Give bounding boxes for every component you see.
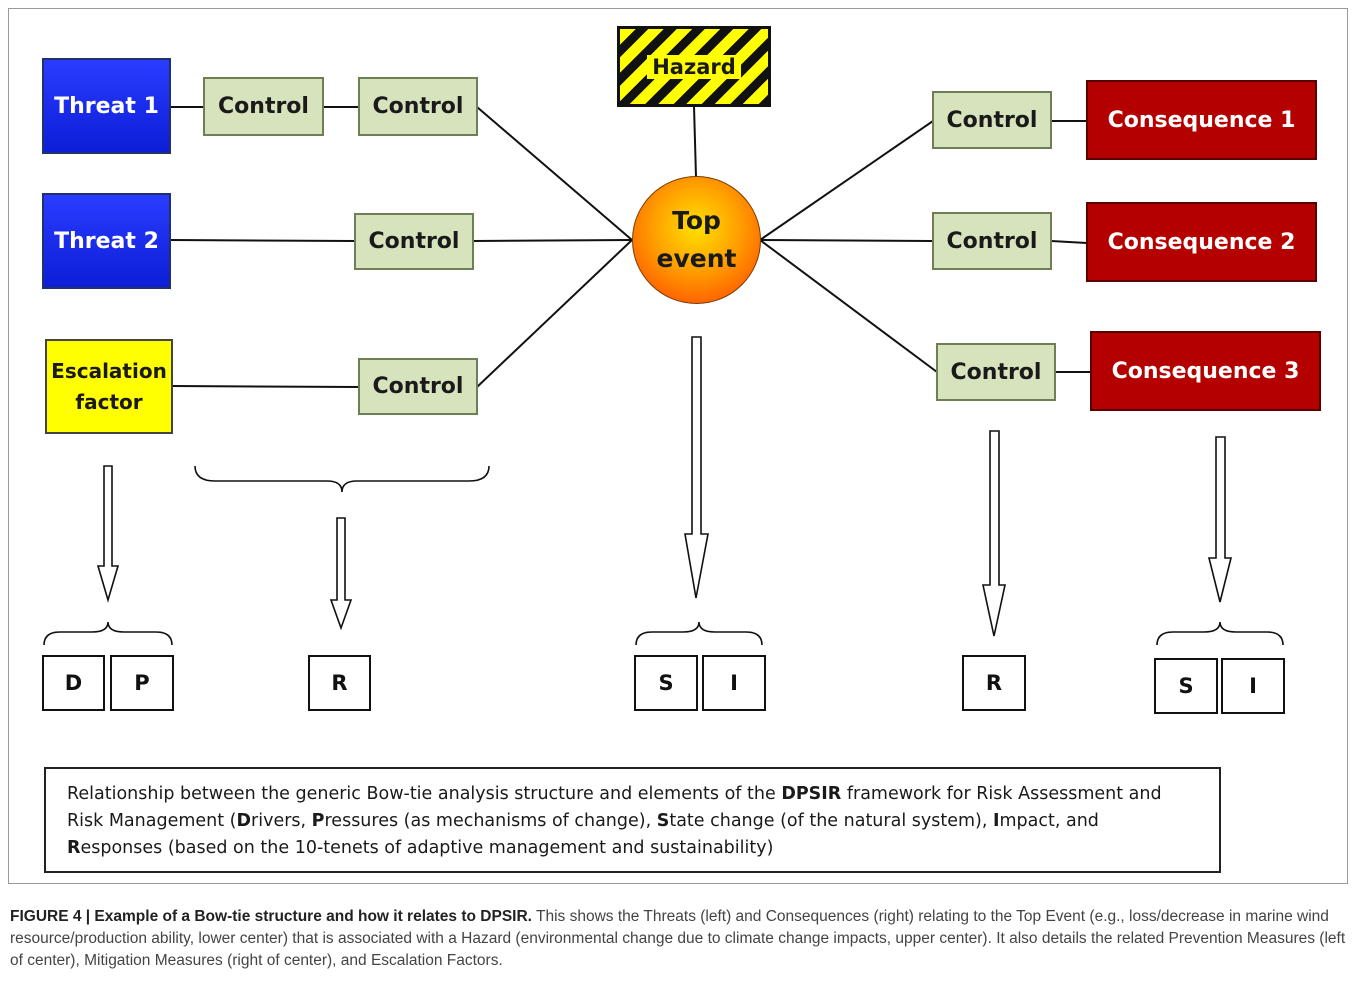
arrow-escalation-to-dp [96,465,120,603]
threat-2-box: Threat 2 [42,193,171,289]
note-line-3: Responses (based on the 10-tenets of ada… [67,838,774,858]
note-line-2: Risk Management (Drivers, Pressures (as … [67,811,1099,831]
connector-threat2-control [169,239,356,242]
connector-top-event-control-3 [759,239,938,373]
dpsir-r-right-box: R [962,655,1026,711]
arrow-prevention-to-r [329,517,353,631]
threat-2-label: Threat 2 [54,228,159,254]
connector-control-consequence-2 [1050,240,1088,244]
dpsir-p-box: P [110,655,174,711]
dpsir-s-center-box: S [634,655,698,711]
escalation-factor-label-line1: Escalation [51,358,167,383]
brace-prevention-controls [194,465,490,493]
consequence-3-box: Consequence 3 [1090,331,1321,411]
consequence-1-label: Consequence 1 [1107,107,1296,133]
dpsir-i-center-box: I [702,655,766,711]
caption-label: FIGURE 4 | Example of a Bow-tie structur… [10,908,532,925]
control-label: Control [372,94,464,119]
connector-top-event-control-2 [759,239,934,242]
consequence-2-box: Consequence 2 [1086,202,1317,282]
brace-si-right [1156,621,1284,646]
top-event-circle: Top event [632,176,761,304]
figure-caption: FIGURE 4 | Example of a Bow-tie structur… [10,906,1348,972]
dpsir-d-label: D [64,671,83,695]
mitigation-control-3: Control [936,343,1056,401]
escalation-factor-label-line2: factor [75,389,143,414]
dpsir-r-left-box: R [308,655,371,711]
control-label: Control [950,359,1042,385]
consequence-1-box: Consequence 1 [1086,80,1317,160]
figure-frame [8,8,1348,884]
dpsir-i-right-box: I [1221,658,1285,714]
connector-control-top-event-3 [476,239,633,388]
prevention-control-1b: Control [358,77,478,136]
connector-top-event-control-1 [759,120,934,241]
threat-1-label: Threat 1 [54,93,159,119]
hazard-box: Hazard [617,26,771,107]
control-label: Control [218,94,309,119]
dpsir-d-box: D [42,655,105,711]
brace-si-center [635,621,763,646]
dpsir-i-center-label: I [730,671,738,695]
dpsir-s-right-box: S [1154,658,1218,714]
threat-1-box: Threat 1 [42,58,171,154]
mitigation-control-2: Control [932,212,1052,270]
prevention-control-3: Control [358,358,478,415]
prevention-control-1a: Control [203,77,324,136]
dpsir-note-box: Relationship between the generic Bow-tie… [44,767,1221,873]
dpsir-r-left-label: R [331,671,348,695]
arrow-top-event-to-si [684,336,709,599]
control-label: Control [946,228,1038,254]
connector-control-top-event-1 [476,106,633,241]
mitigation-control-1: Control [932,91,1052,149]
control-label: Control [368,229,460,254]
dpsir-s-right-label: S [1178,674,1194,698]
dpsir-i-right-label: I [1249,674,1257,698]
control-label: Control [372,374,464,399]
consequence-2-label: Consequence 2 [1107,229,1296,255]
connector-hazard-top-event [693,105,697,178]
arrow-consequence-to-si [1207,436,1233,603]
dpsir-s-center-label: S [658,671,674,695]
control-label: Control [946,107,1038,133]
escalation-factor-box: Escalation factor [45,339,173,434]
note-line-1: Relationship between the generic Bow-tie… [67,784,1162,804]
dpsir-p-label: P [134,671,150,695]
prevention-control-2: Control [354,213,474,270]
caption-text: This shows the Threats (left) and Conseq… [10,908,1346,969]
brace-dp [43,621,173,646]
connector-control-top-event-2 [472,239,633,242]
dpsir-r-right-label: R [985,671,1003,695]
connector-escalation-control [171,385,360,388]
consequence-3-label: Consequence 3 [1111,358,1300,384]
top-event-label-line2: event [656,244,737,273]
top-event-label-line1: Top [672,206,721,235]
arrow-mitigation-to-r [982,430,1006,637]
hazard-label: Hazard [647,54,741,79]
